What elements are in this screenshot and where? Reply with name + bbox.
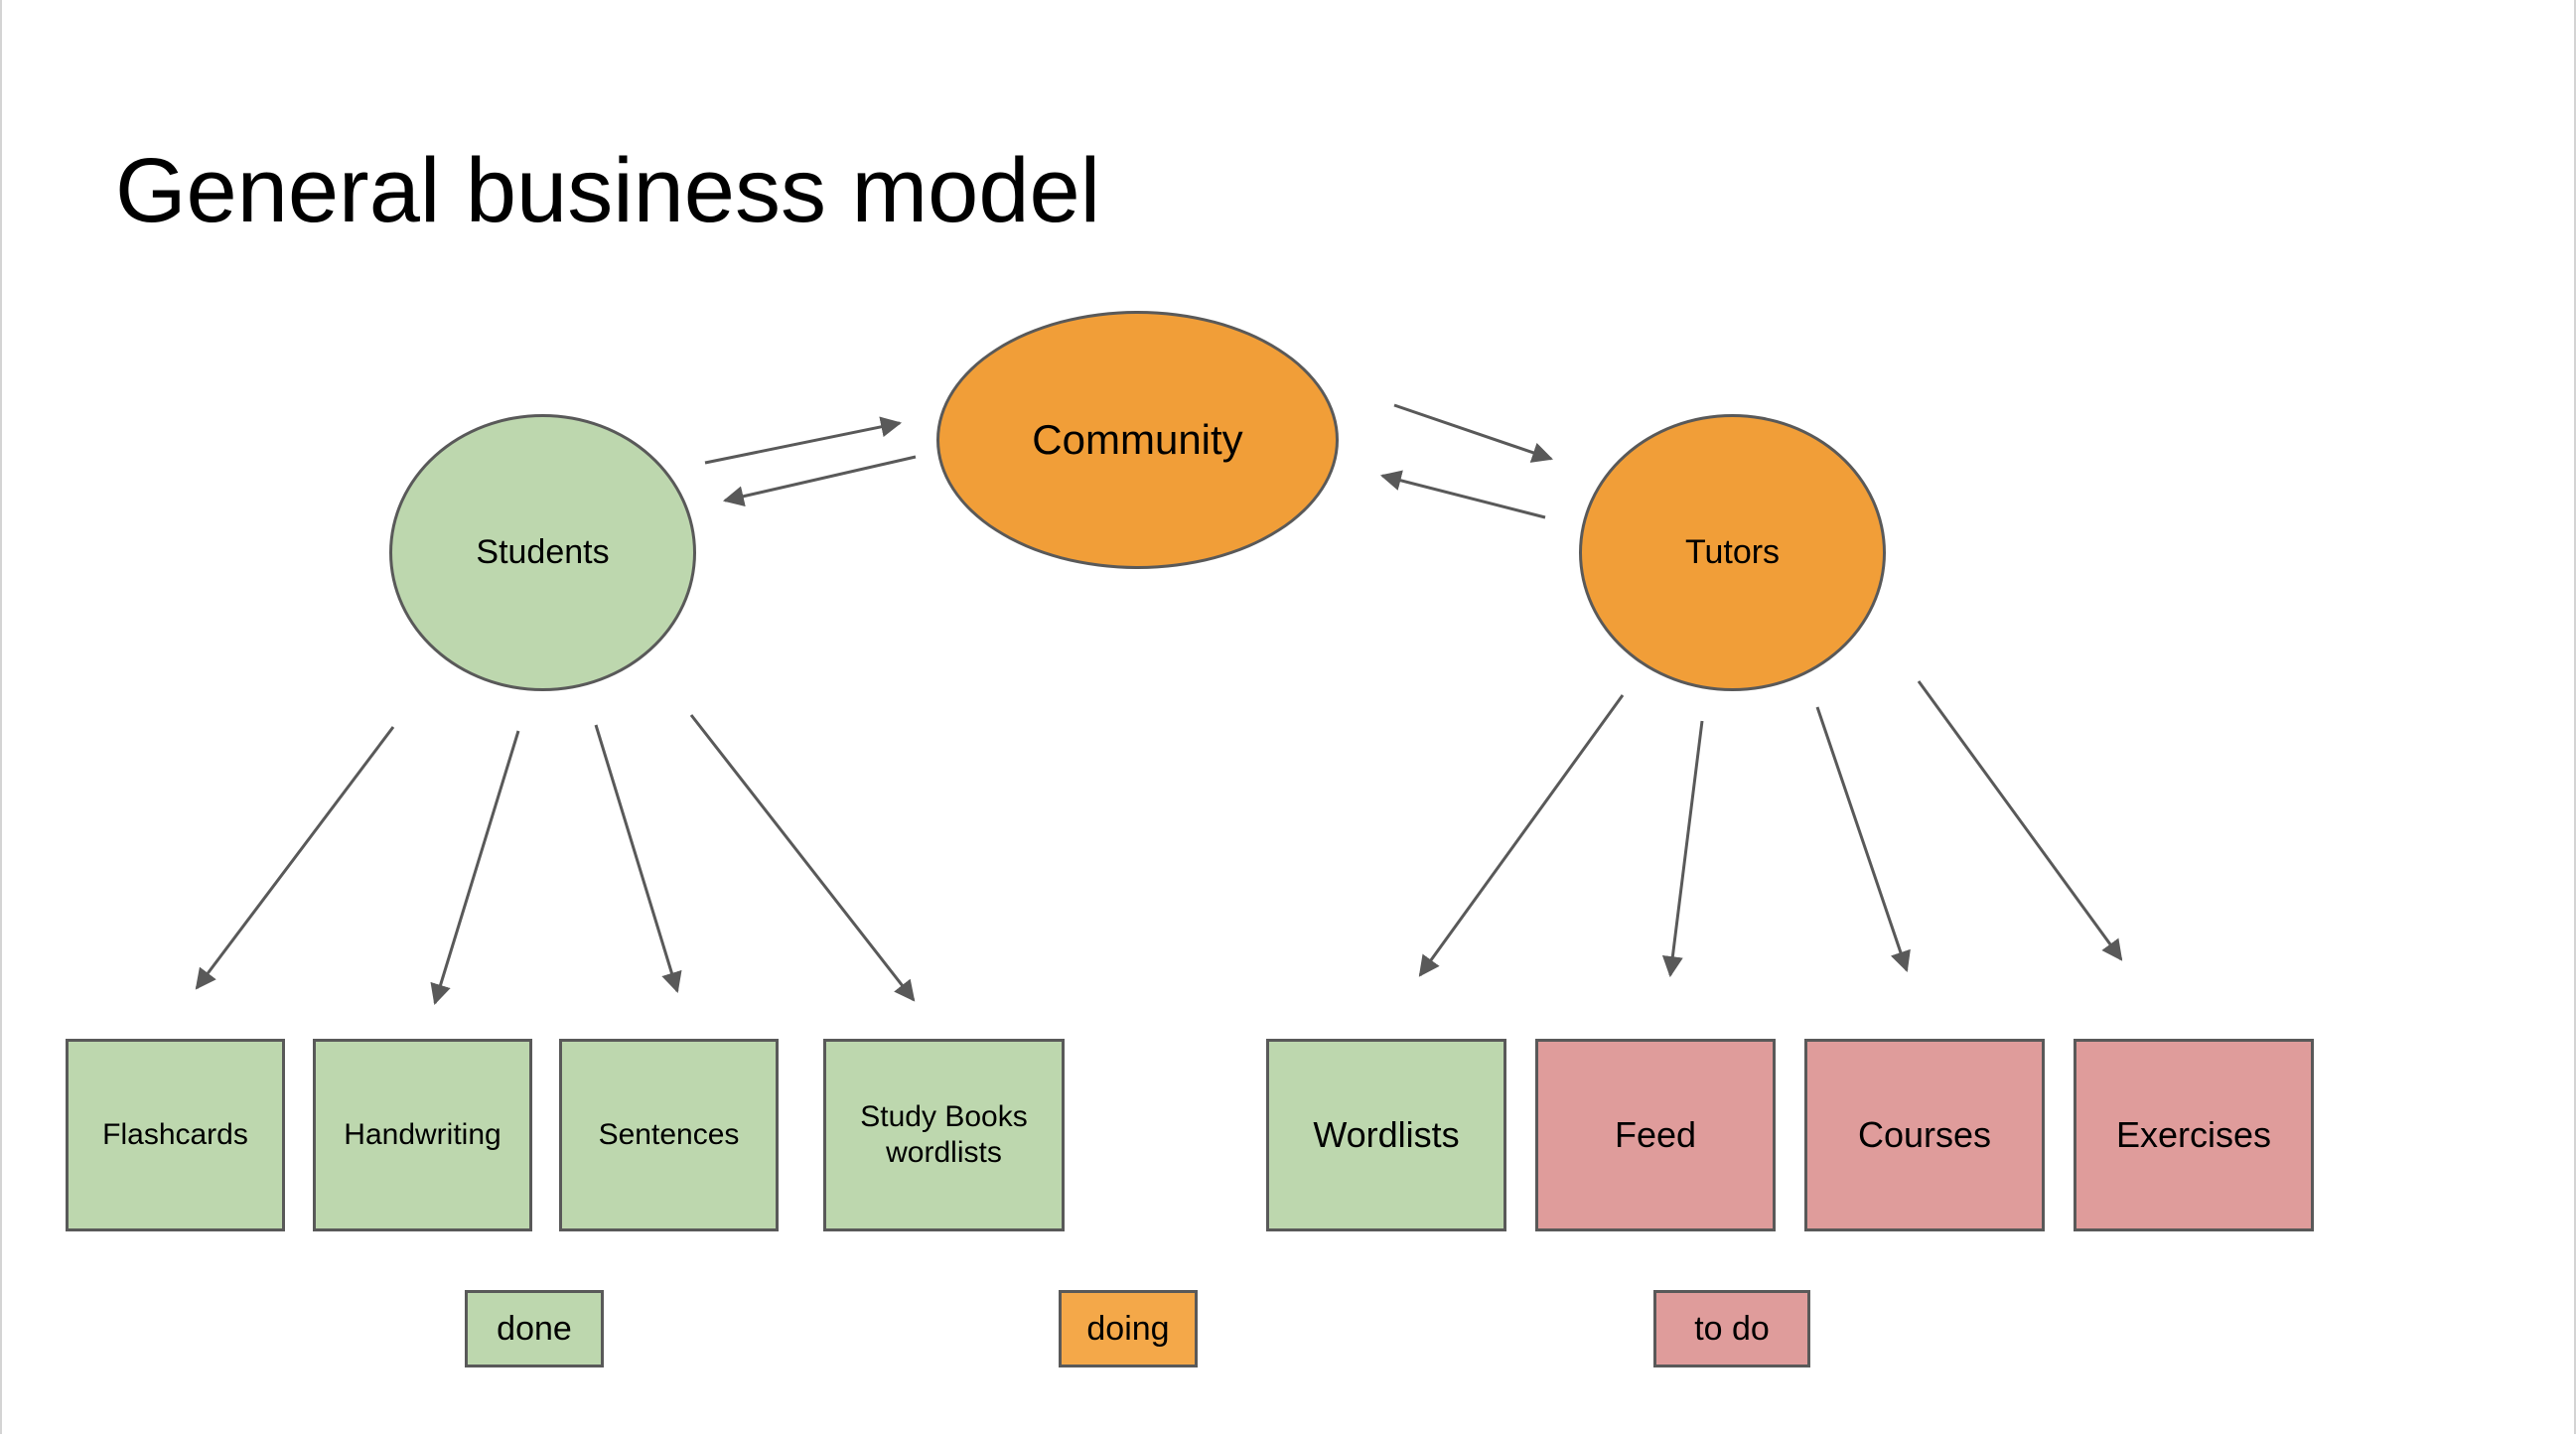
tutors-node: Tutors — [1579, 414, 1886, 691]
arrow-students-to-handwriting — [430, 730, 520, 1006]
arrow-students-to-studybooks — [689, 714, 916, 1002]
arrow-students-to-sentences — [594, 724, 682, 994]
community-label: Community — [1032, 415, 1243, 463]
feature-box-sentences: Sentences — [559, 1039, 779, 1231]
feature-label-study-books: Study Books — [860, 1100, 1028, 1133]
feature-label-exercises: Exercises — [2115, 1114, 2272, 1156]
feature-label-sentences: Sentences — [598, 1118, 740, 1151]
feature-box-wordlists: Wordlists — [1266, 1039, 1506, 1231]
arrow-students-to-flashcards — [195, 726, 395, 990]
arrow-tutors-to-feed — [1661, 720, 1704, 978]
arrow-students-to-community — [704, 416, 903, 465]
students-node: Students — [389, 414, 696, 691]
feature-box-feed: Feed — [1535, 1039, 1776, 1231]
community-node: Community — [936, 311, 1339, 569]
page-title: General business model — [115, 140, 1101, 241]
tutors-label: Tutors — [1684, 533, 1781, 572]
feature-box-exercises: Exercises — [2074, 1039, 2314, 1231]
legend-doing: doing — [1059, 1290, 1198, 1367]
feature-label-feed: Feed — [1614, 1114, 1697, 1156]
feature-box-study-books: Study Books wordlists — [823, 1039, 1065, 1231]
feature-box-handwriting: Handwriting — [313, 1039, 532, 1231]
legend-done: done — [465, 1290, 604, 1367]
feature-box-courses: Courses — [1804, 1039, 2045, 1231]
legend-todo: to do — [1653, 1290, 1810, 1367]
arrow-tutors-to-wordlists — [1418, 694, 1625, 977]
feature-label-courses: Courses — [1857, 1114, 1992, 1156]
feature-label-wordlists: Wordlists — [1313, 1114, 1460, 1156]
arrow-tutors-to-exercises — [1917, 680, 2123, 961]
feature-label-handwriting: Handwriting — [344, 1118, 501, 1151]
arrow-tutors-to-courses — [1815, 706, 1911, 972]
legend-done-label: done — [497, 1309, 572, 1348]
students-label: Students — [476, 533, 610, 572]
feature-label-wordlists-sub: wordlists — [886, 1136, 1002, 1169]
arrow-community-to-tutors — [1393, 403, 1553, 463]
feature-box-flashcards: Flashcards — [66, 1039, 285, 1231]
legend-todo-label: to do — [1694, 1309, 1770, 1348]
feature-label-flashcards: Flashcards — [102, 1118, 248, 1151]
arrow-community-to-students — [722, 455, 917, 507]
legend-doing-label: doing — [1086, 1309, 1170, 1348]
arrow-tutors-to-community — [1379, 470, 1546, 519]
